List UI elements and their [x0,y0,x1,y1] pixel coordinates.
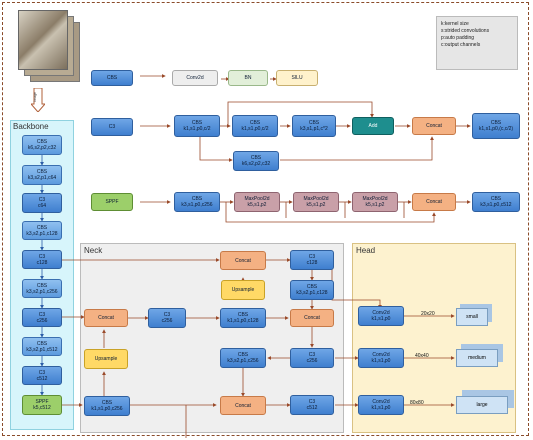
legend-line: s:strided convolutions [441,28,490,34]
sppf-cbs-in: CBS k3,s1,p0,c256 [174,192,220,212]
c3-cbs-3: CBS k3,s1,p1,c*2 [292,115,336,137]
maxpool-3: MaxPool2d k5,s1,p2 [352,192,398,212]
head-size-3: 80x80 [410,400,424,406]
neck-cbs-mid: CBS k1,s1,p0,c128 [220,308,266,328]
head-size-1: 20x20 [421,311,435,317]
neck-c3-bottom-right: C3 c512 [290,395,334,415]
neck-concat-top: Concat [220,251,266,270]
legend-line: k:kernel size [441,21,469,27]
backbone-c3-4: C3 c512 [22,366,62,385]
neck-concat-left: Concat [84,309,128,327]
conv2d-block: Conv2d [172,70,218,86]
c3-cbs-1: CBS k1,s1,p0,c/2 [174,115,220,137]
legend-line: p:auto padding [441,35,475,41]
head-conv-3: Conv2d k1,s1,p0 [358,395,404,415]
backbone-c3-2: C3 c128 [22,250,62,269]
head-output-small: small [456,308,488,326]
backbone-cbs-4: CBS k3,s2,p1,c256 [22,279,62,298]
c3-cbs-out: CBS k1,s1,p0,(c,c/2) [472,113,520,139]
input-photo [18,10,68,70]
bn-block: BN [228,70,268,86]
neck-cbs-center: CBS k3,s2,p1,c256 [220,348,266,368]
sppf-block-label: SPPF [91,193,133,211]
head-size-2: 40x40 [415,353,429,359]
maxpool-1: MaxPool2d k5,s1,p2 [234,192,280,212]
head-title: Head [356,246,376,255]
backbone-cbs-5: CBS k3,s2,p1,c512 [22,337,62,356]
head-conv-1: Conv2d k1,s1,p0 [358,306,404,326]
c3-block-label: C3 [91,118,133,136]
neck-cbs-bottom-left: CBS k1,s1,p0,c256 [84,396,130,416]
legend-box: k:kernel size s:strided convolutions p:a… [436,16,518,70]
neck-upsample-left: Upsample [84,349,128,369]
backbone-c3-3: C3 c256 [22,308,62,327]
neck-c3-top-right: C3 c128 [290,250,334,270]
head-output-medium: medium [456,349,498,367]
silu-block: SILU [276,70,318,86]
neck-c3-right-mid: C3 c256 [290,348,334,368]
input-arrow: Image [29,87,47,113]
input-image-stack [18,10,80,82]
c3-cbs-shortcut: CBS k6,s2,p2,c32 [233,151,279,171]
outer-frame [2,2,529,436]
maxpool-2: MaxPool2d k5,s1,p2 [293,192,339,212]
neck-concat-bottom: Concat [220,396,266,415]
cbs-block-label: CBS [91,70,133,86]
neck-title: Neck [84,246,103,255]
head-conv-2: Conv2d k1,s1,p0 [358,348,404,368]
head-output-large: large [456,396,508,414]
backbone-cbs-2: CBS k3,s2,p1,c64 [22,165,62,185]
sppf-cbs-out: CBS k3,s1,p0,c512 [472,192,520,212]
backbone-cbs-3: CBS k3,s2,p1,c128 [22,221,62,240]
neck-c3-c256-left: C3 c256 [148,308,186,328]
neck-cbs-right-top: CBS k3,s2,p1,c128 [290,280,334,300]
add-block: Add [352,117,394,135]
backbone-cbs-1: CBS k6,s2,p2,c32 [22,135,62,155]
backbone-c3-1: C3 c64 [22,193,62,213]
backbone-title: Backbone [13,122,49,131]
c3-cbs-2: CBS k1,s1,p0,c/2 [232,115,278,137]
c3-concat: Concat [412,117,456,135]
sppf-concat: Concat [412,193,456,211]
neck-upsample-mid: Upsample [221,280,265,300]
backbone-sppf: SPPF k5,c512 [22,395,62,415]
legend-line: c:output channels [441,42,481,48]
neck-concat-right: Concat [290,309,334,327]
